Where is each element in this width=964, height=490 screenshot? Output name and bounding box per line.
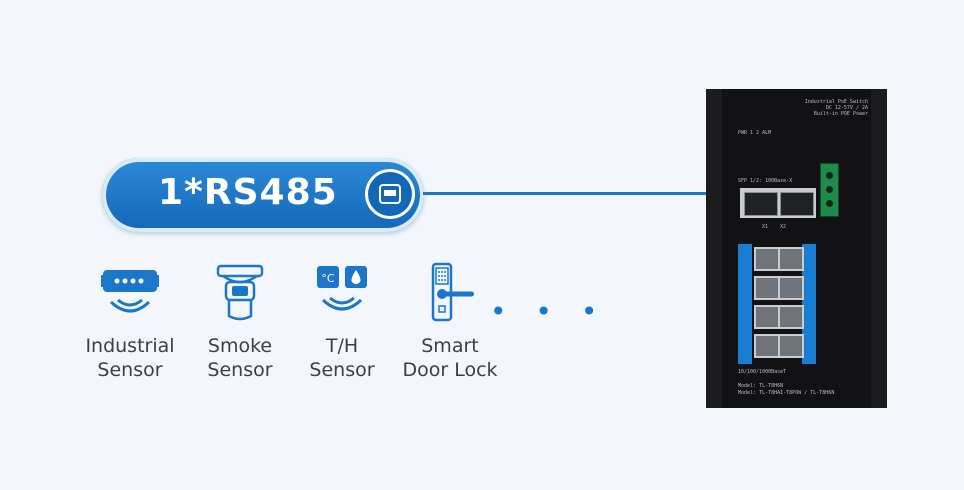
model-label-1: Model: TL-T8H6N — [738, 383, 784, 389]
rj45-port — [754, 334, 780, 358]
rj45-port — [754, 305, 780, 329]
smoke-sensor-icon — [216, 264, 264, 321]
port-speed-label: 10/100/1000BaseT — [738, 369, 787, 375]
connection-line — [423, 192, 803, 195]
sfp-port-1 — [744, 192, 778, 216]
rj45-port — [754, 276, 780, 300]
device-top-label-1: Industrial PoE Switch — [804, 99, 868, 105]
sensor-smoke: Smoke Sensor — [200, 262, 280, 382]
left-rail — [706, 89, 722, 408]
sensor-smart-door-lock: Smart Door Lock — [396, 262, 504, 382]
rj45-port — [778, 247, 804, 271]
model-label-2: Model: TL-T8HAI-T8POW / TL-T8H6N — [738, 390, 835, 396]
sensor-label-line2: Sensor — [309, 359, 375, 381]
sfp-port-label-1: X1 — [762, 224, 769, 230]
industrial-sensor-icon — [101, 270, 159, 313]
sfp-panel — [740, 188, 816, 218]
sensor-label-line2: Sensor — [97, 359, 163, 381]
device-top-label-3: Built-in POE Power — [813, 111, 868, 117]
sensor-temperature-humidity: °C T/H Sensor — [302, 262, 382, 382]
sensor-label-line1: T/H — [325, 335, 359, 357]
sfp-port-2 — [780, 192, 814, 216]
rj45-port — [778, 305, 804, 329]
temperature-humidity-sensor-icon: °C — [317, 266, 367, 311]
rj45-port — [778, 334, 804, 358]
port-stripe-right — [802, 244, 816, 364]
temperature-symbol: °C — [321, 272, 335, 285]
sensor-label-line1: Industrial — [85, 335, 175, 357]
sfp-port-label-2: X2 — [780, 224, 787, 230]
right-rail — [871, 89, 887, 408]
industrial-switch-device: Industrial PoE Switch DC 12-57V / 2A Bui… — [706, 89, 887, 408]
led-labels: PWR 1 2 ALM — [738, 130, 772, 136]
sensor-label-line2: Sensor — [207, 359, 273, 381]
device-top-label-2: DC 12-57V / 2A — [825, 105, 868, 111]
rs485-interface-badge: 1*RS485 — [102, 158, 424, 232]
more-devices-indicator: • • • — [490, 295, 608, 328]
sfp-label: SFP 1/2: 100Base-X — [738, 178, 793, 184]
sensor-industrial: Industrial Sensor — [80, 262, 180, 382]
smart-door-lock-icon — [431, 262, 474, 322]
sensor-label-line1: Smart — [421, 335, 479, 357]
sensor-label-line1: Smoke — [207, 335, 273, 357]
interface-label: 1*RS485 — [158, 172, 338, 213]
rj45-port — [754, 247, 780, 271]
rj45-port — [778, 276, 804, 300]
rs485-terminal-block — [820, 163, 839, 217]
sensor-label-line2: Door Lock — [402, 359, 498, 381]
serial-port-icon — [368, 172, 412, 216]
port-stripe-left — [738, 244, 752, 364]
